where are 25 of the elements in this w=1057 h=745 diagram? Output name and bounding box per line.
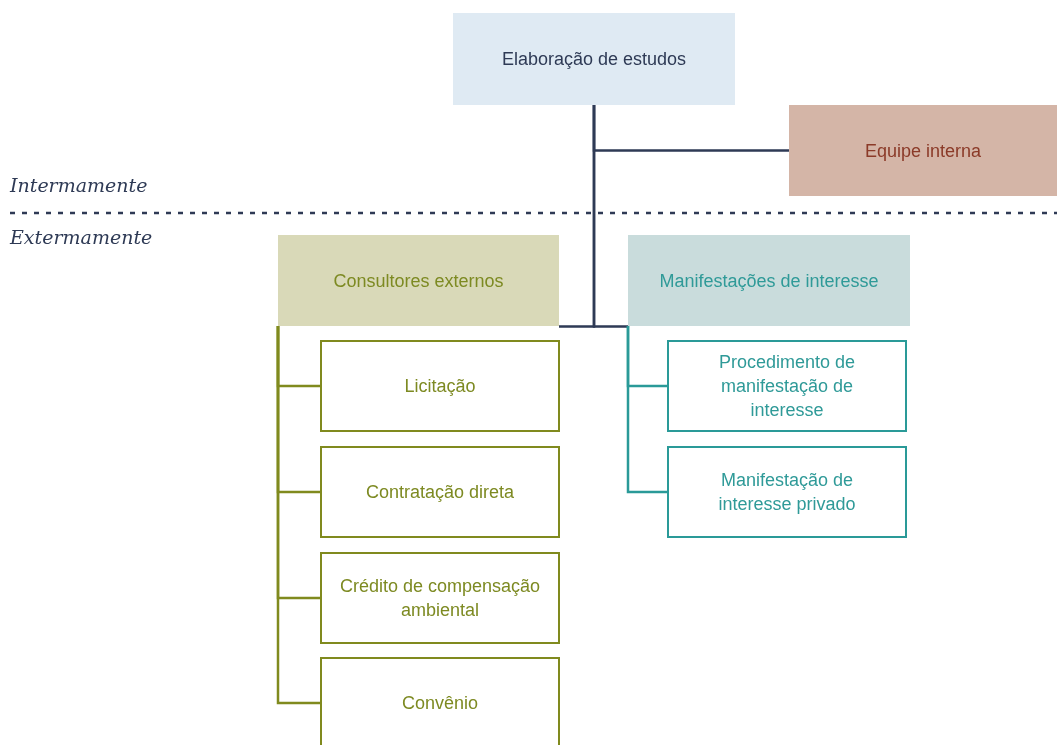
box-label: Consultores externos — [333, 269, 504, 293]
box-label: Manifestação de interesse privado — [717, 469, 857, 516]
box-label: Procedimento de manifestação de interesse — [717, 351, 857, 422]
outlined-box — [320, 446, 560, 538]
box-label: Equipe interna — [864, 139, 982, 163]
outlined-box — [320, 552, 560, 644]
box-label: Licitação — [404, 375, 476, 398]
box-label: Manifestações de interesse — [659, 269, 879, 293]
process-box — [453, 13, 735, 105]
process-box — [789, 105, 1057, 196]
outlined-box — [667, 446, 907, 538]
process-box — [628, 235, 910, 326]
connector-line — [276, 326, 320, 705]
box-label: Crédito de compensação ambiental — [338, 575, 542, 622]
outlined-box — [667, 340, 907, 432]
box-label: Contratação direta — [365, 481, 515, 504]
connector-line — [626, 326, 667, 494]
box-label: Elaboração de estudos — [501, 48, 687, 71]
outlined-box — [320, 340, 560, 432]
section-label: Extermamente — [10, 226, 153, 248]
box-label: Convênio — [401, 692, 479, 715]
process-box — [278, 235, 559, 326]
connector-line — [592, 105, 628, 328]
outlined-box — [320, 657, 560, 745]
section-label: Intermamente — [10, 174, 148, 196]
